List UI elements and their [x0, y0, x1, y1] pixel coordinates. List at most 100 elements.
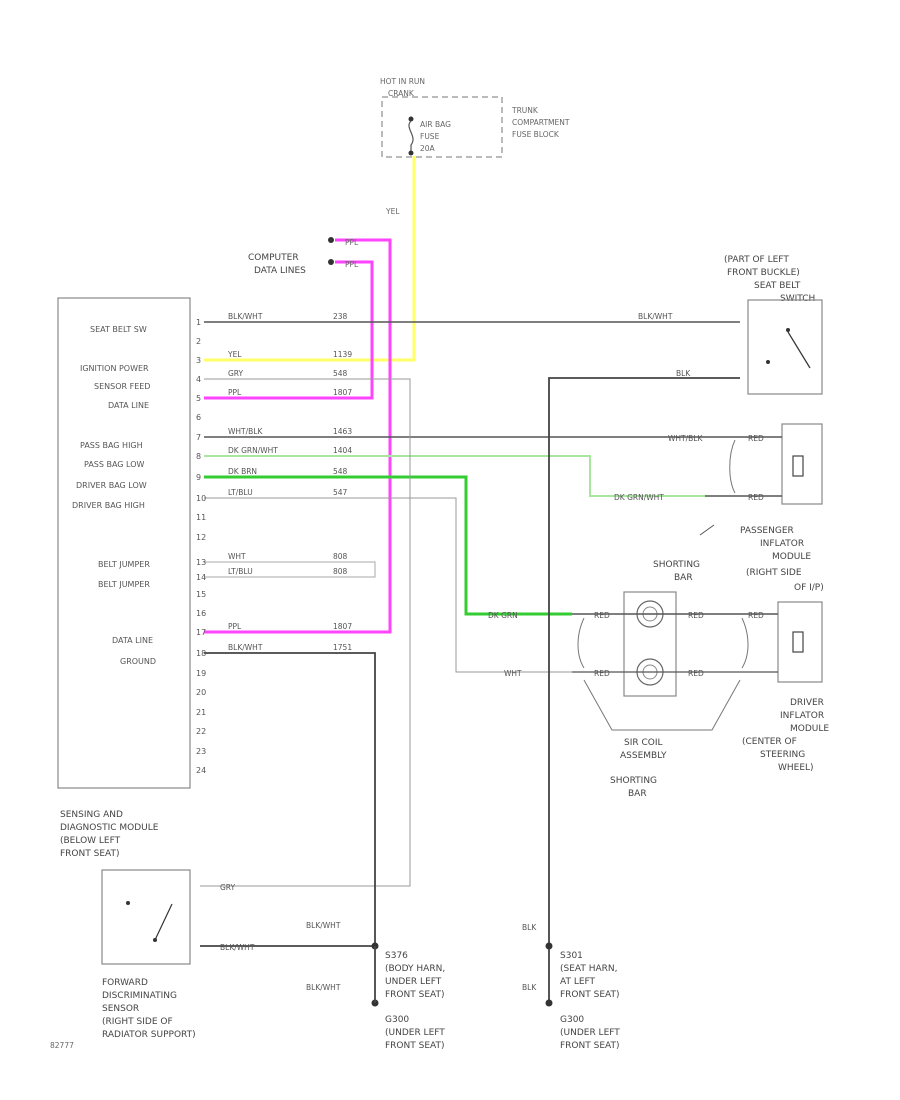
circuit-18: 1751 — [333, 643, 352, 652]
passenger-shorting-bar-1: SHORTING — [653, 560, 700, 570]
pin-20: 20 — [196, 688, 206, 697]
wire-color-10: LT/BLU — [228, 488, 253, 497]
driver-label-4: (CENTER OF — [742, 737, 797, 747]
passenger-label-3: MODULE — [772, 552, 811, 562]
passenger-module-box — [781, 423, 823, 505]
fuse-label-1: AIR BAG — [420, 120, 451, 129]
seat-belt-switch: (PART OF LEFT FRONT BUCKLE) SEAT BELT SW… — [638, 255, 823, 395]
switch-contact-bottom — [766, 360, 770, 364]
circuit-1: 238 — [333, 312, 348, 321]
ground-wire-module — [200, 652, 376, 946]
circuit-3: 1139 — [333, 350, 352, 359]
block-label-2: COMPARTMENT — [512, 118, 570, 127]
fuse-block: HOT IN RUN CRANK AIR BAG FUSE 20A TRUNK … — [380, 77, 570, 158]
module-name-2: DIAGNOSTIC MODULE — [60, 823, 159, 833]
yel-label: YEL — [385, 207, 400, 216]
ground2-wire-label: BLK — [522, 923, 537, 932]
sensor-label-3: SENSOR — [102, 1004, 139, 1014]
sensor-wire-top-label: GRY — [220, 883, 236, 892]
pin-strip — [192, 298, 204, 788]
driver-connector-b: RED — [688, 611, 704, 620]
pin-4: 4 — [196, 375, 201, 384]
pin-5: 5 — [196, 394, 201, 403]
driver-inflator: DK GRN WHT RED RED RED RED RED SIR COIL … — [488, 591, 829, 799]
wire-color-4: GRY — [228, 369, 244, 378]
pin-24: 24 — [196, 766, 206, 775]
s376-label-1: S376 — [385, 951, 408, 961]
ground1-wire-label-2: BLK/WHT — [306, 983, 341, 992]
wire-color-7: WHT/BLK — [228, 427, 263, 436]
passenger-wire-bottom-label: DK GRN/WHT — [614, 493, 664, 502]
s376-label-3: UNDER LEFT — [385, 977, 442, 987]
sensor-switch-arm-icon — [154, 903, 173, 941]
passenger-shorting-clip — [729, 439, 736, 494]
fuse-label-3: 20A — [420, 144, 436, 153]
module-label-pass-bag-high: PASS BAG HIGH — [80, 441, 143, 450]
hot-label-1: HOT IN RUN — [380, 77, 425, 86]
g300-label-3: FRONT SEAT) — [385, 1041, 444, 1051]
fuse-label-2: FUSE — [420, 132, 440, 141]
ground-g300-dot-2 — [545, 999, 553, 1007]
switch-contact-top — [786, 328, 790, 332]
g300b-label-1: G300 — [560, 1015, 584, 1025]
grounds: BLK/WHT BLK/WHT S376 (BODY HARN, UNDER L… — [306, 921, 620, 1051]
pin-13: 13 — [196, 558, 206, 567]
module-name-3: (BELOW LEFT — [60, 836, 121, 846]
driver-label-1: DRIVER — [790, 698, 824, 708]
pin-9: 9 — [196, 473, 201, 482]
driver-shorting-clip-right — [741, 617, 749, 669]
module-name-4: FRONT SEAT) — [60, 849, 119, 859]
passenger-shorting-bar-2: BAR — [674, 573, 693, 583]
driver-shorting-bar-1: SHORTING — [610, 776, 657, 786]
data-line-terminal-2 — [328, 259, 334, 265]
g300-label-2: (UNDER LEFT — [385, 1028, 445, 1038]
wire-color-8: DK GRN/WHT — [228, 446, 278, 455]
driver-shorting-clip-left — [577, 617, 585, 669]
module-label-driver-bag-high: DRIVER BAG HIGH — [72, 501, 145, 510]
ppl-label-1: PPL — [345, 238, 359, 247]
circuit-7: 1463 — [333, 427, 352, 436]
passenger-squib-icon — [792, 455, 804, 477]
seat-belt-label-3: SEAT BELT — [754, 281, 801, 291]
pin-16: 16 — [196, 609, 206, 618]
module-label-data-line-1: DATA LINE — [108, 401, 149, 410]
driver-label-3: MODULE — [790, 724, 829, 734]
sensor-label-1: FORWARD — [102, 978, 148, 988]
module-label-sensor-feed: SENSOR FEED — [94, 382, 150, 391]
data-line-terminal-1 — [328, 237, 334, 243]
driver-label-2: INFLATOR — [780, 711, 824, 721]
sensor-feed-wire — [200, 378, 411, 887]
passenger-inflator: WHT/BLK DK GRN/WHT RED RED PASSENGER INF… — [614, 423, 824, 593]
sir-coil-label-2: ASSEMBLY — [620, 751, 667, 761]
seat-belt-label-4: SWITCH — [780, 294, 815, 304]
circuit-14: 808 — [333, 567, 348, 576]
wire-color-13: WHT — [228, 552, 246, 561]
driver-connector-d: RED — [594, 669, 610, 678]
pin-21: 21 — [196, 708, 206, 717]
figure-id: 82777 — [50, 1041, 74, 1050]
s376-label-2: (BODY HARN, — [385, 964, 445, 974]
sir-coil-box — [623, 591, 677, 697]
s376-label-4: FRONT SEAT) — [385, 990, 444, 1000]
sensor-label-5: RADIATOR SUPPORT) — [102, 1030, 196, 1040]
sensor-contact-1 — [126, 901, 130, 905]
passenger-label-2: INFLATOR — [760, 539, 804, 549]
circuit-17: 1807 — [333, 622, 352, 631]
driver-label-5: STEERING — [760, 750, 805, 760]
module-label-driver-bag-low: DRIVER BAG LOW — [76, 481, 147, 490]
passenger-label-1: PASSENGER — [740, 526, 794, 536]
passenger-label-4: (RIGHT SIDE — [746, 568, 802, 578]
driver-connector-a: RED — [594, 611, 610, 620]
data-line-wire-outer — [200, 238, 392, 634]
seat-belt-wire-bottom-label: BLK — [676, 369, 691, 378]
module-box — [57, 297, 191, 789]
circuit-10: 547 — [333, 488, 348, 497]
ground1-wire-label: BLK/WHT — [306, 921, 341, 930]
sir-coil-label-1: SIR COIL — [624, 738, 663, 748]
driver-bag-low-wire — [200, 475, 572, 616]
sensor-label-2: DISCRIMINATING — [102, 991, 177, 1001]
switch-arm-icon — [787, 331, 811, 369]
module-label-data-line-2: DATA LINE — [112, 636, 153, 645]
computer-data-lines-1: COMPUTER — [248, 253, 299, 263]
